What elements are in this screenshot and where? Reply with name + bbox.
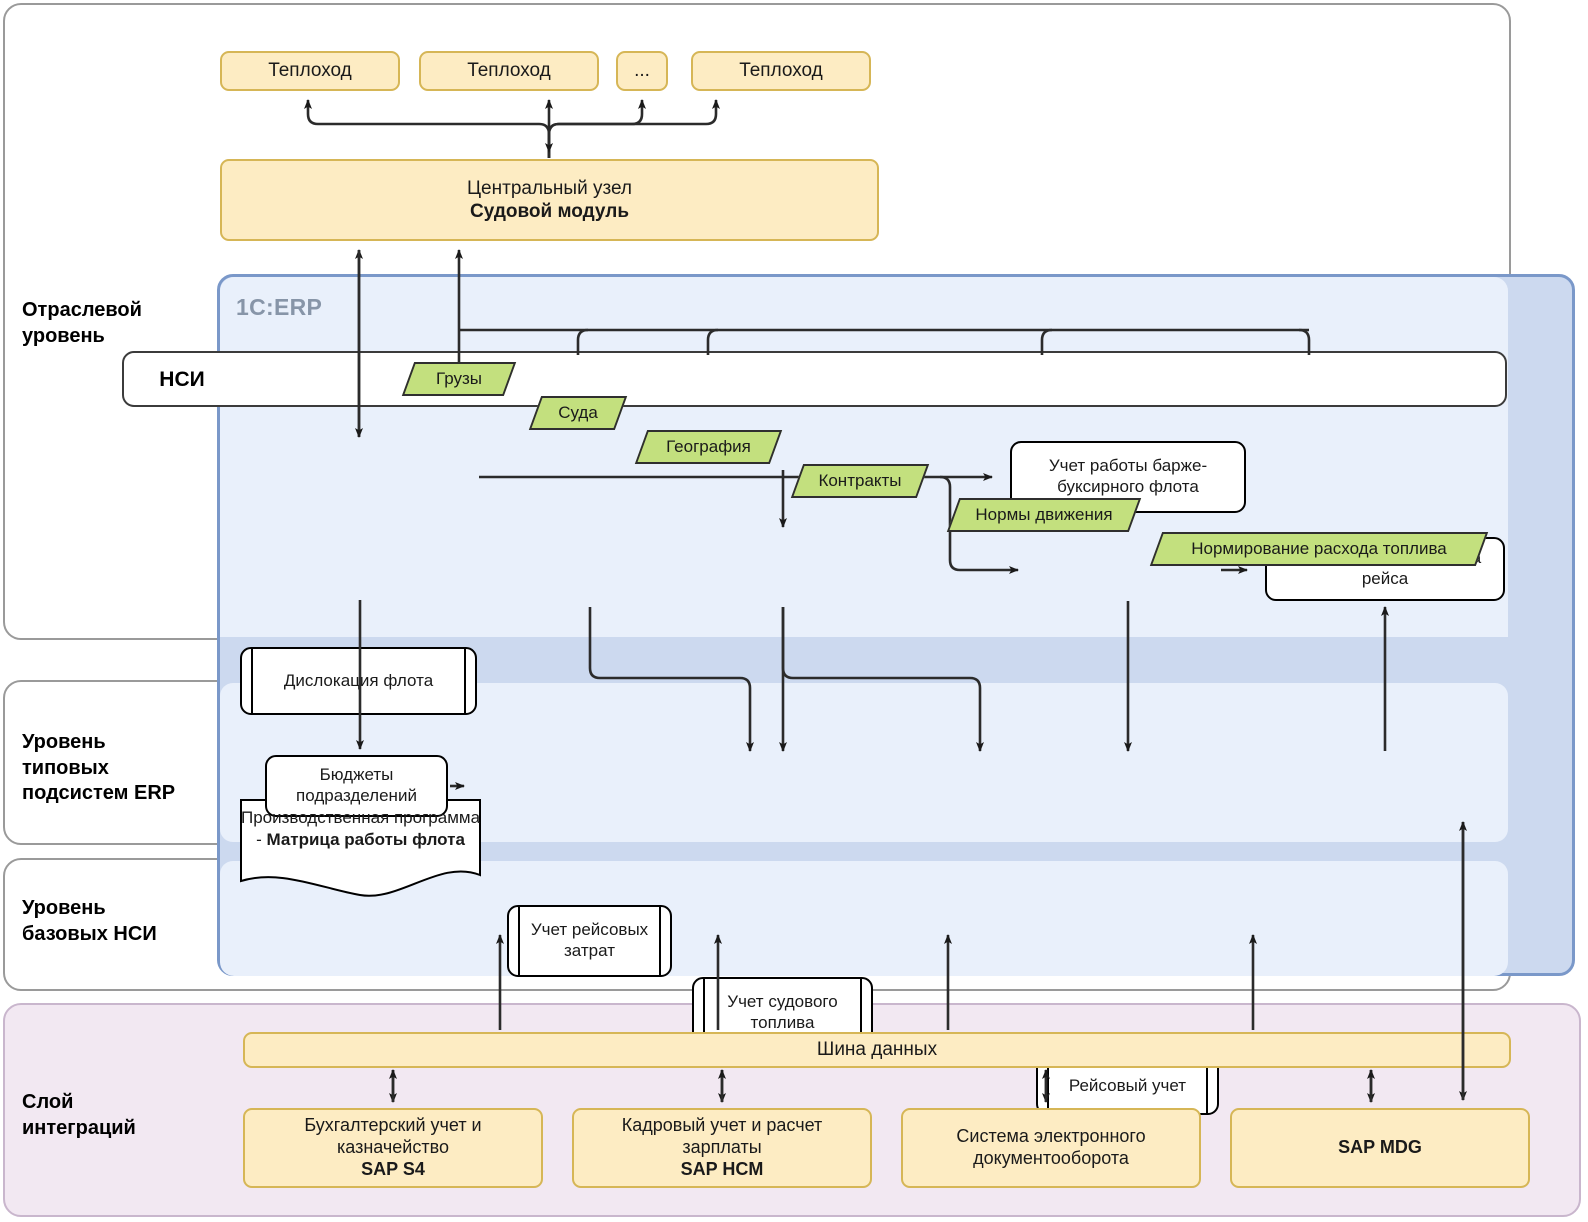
nsi-title: НСИ: [159, 368, 205, 391]
central-node-line2: Судовой модуль: [470, 201, 629, 222]
integration-system-sap-s4[interactable]: Бухгалтерский учет и казначейство SAP S4: [243, 1108, 543, 1188]
integration-system-edo[interactable]: Система электронного документооборота: [901, 1108, 1201, 1188]
ship-node-2[interactable]: Теплоход: [419, 51, 599, 91]
nsi-item-gruzy[interactable]: Грузы: [408, 362, 510, 396]
level-label-industry: Отраслевой уровень: [22, 299, 142, 347]
ship-node-ellipsis[interactable]: ...: [616, 51, 668, 91]
node-byudzhety-podrazdeleniy[interactable]: Бюджеты подразделений: [265, 755, 448, 817]
process-uchet-reysovyh-zatrat[interactable]: Учет рейсовых затрат: [507, 905, 672, 977]
integration-system-sap-mdg[interactable]: SAP MDG: [1230, 1108, 1530, 1188]
document-matrica-label: Производственная программа - Матрица раб…: [240, 807, 481, 851]
level-label-erp-subsystems: Уровень типовых подсистем ERP: [22, 731, 176, 805]
nsi-item-normirovanie-topliva[interactable]: Нормирование расхода топлива: [1156, 532, 1482, 566]
nsi-item-geografiya[interactable]: География: [641, 430, 776, 464]
process-dislokaciya-flota[interactable]: Дислокация флота: [240, 647, 477, 715]
nsi-item-kontrakty[interactable]: Контракты: [797, 464, 923, 498]
ship-node-3[interactable]: Теплоход: [691, 51, 871, 91]
data-bus[interactable]: Шина данных: [243, 1032, 1511, 1068]
nsi-item-normy-dvizheniya[interactable]: Нормы движения: [953, 498, 1135, 532]
document-shape-outline: [240, 799, 481, 897]
erp-pane-basensi: [220, 861, 1508, 976]
level-label-base-nsi: Уровень базовых НСИ: [22, 897, 157, 945]
central-node-line1: Центральный узел: [467, 177, 632, 199]
erp-container-title: 1С:ERP: [236, 294, 323, 320]
document-matrica-raboty-flota[interactable]: Производственная программа - Матрица раб…: [240, 799, 481, 899]
ship-node-1[interactable]: Теплоход: [220, 51, 400, 91]
nsi-bar: [122, 351, 1507, 407]
central-node[interactable]: Центральный узел Судовой модуль: [220, 159, 879, 241]
matrica-prefix: Производственная программа -: [240, 808, 481, 850]
nsi-item-suda[interactable]: Суда: [535, 396, 621, 430]
matrica-bold: Матрица работы флота: [266, 830, 465, 850]
level-label-integration: Слой интеграций: [22, 1091, 136, 1139]
integration-system-sap-hcm[interactable]: Кадровый учет и расчет зарплаты SAP HCM: [572, 1108, 872, 1188]
